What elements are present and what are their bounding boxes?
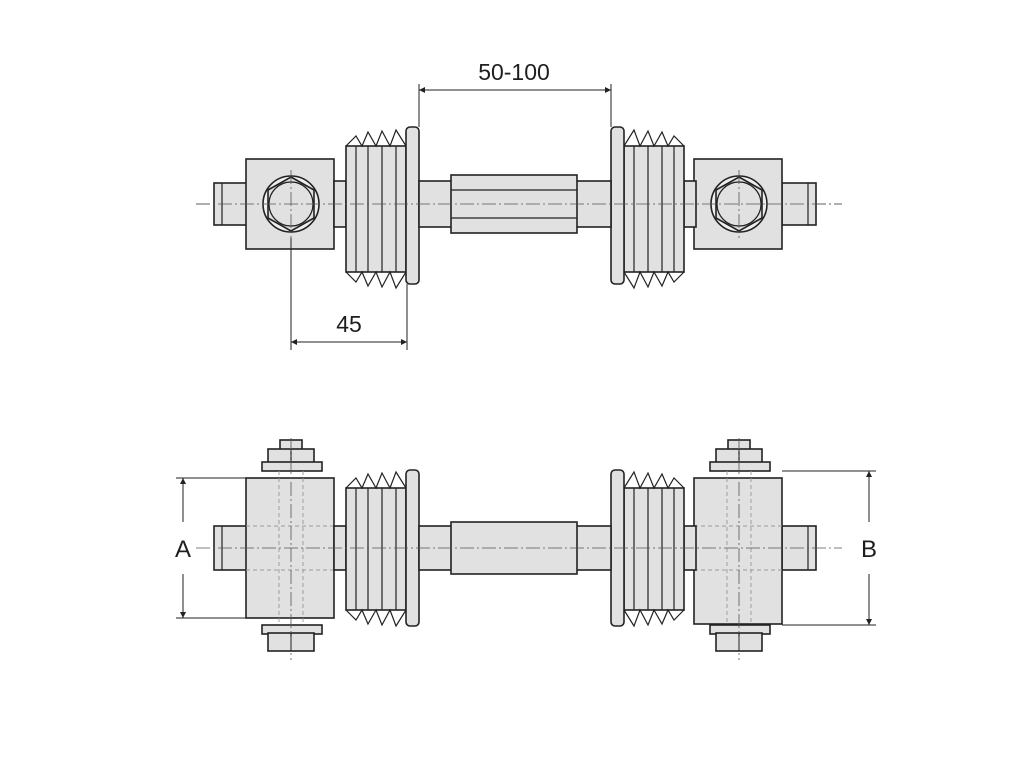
dimension-gap-label: 50-100 — [478, 59, 550, 85]
dimension-offset-label: 45 — [336, 311, 362, 337]
dimension-gap: 50-100 — [418, 59, 612, 127]
right-bellows — [623, 128, 685, 290]
front-left-bellows — [345, 470, 407, 628]
right-flange — [610, 126, 625, 285]
left-bellows — [345, 128, 407, 290]
dimension-a: A — [175, 477, 246, 619]
dimension-b: B — [782, 470, 877, 626]
front-left-bolt — [261, 439, 323, 652]
front-right-clamp-block — [693, 477, 783, 625]
dimension-a-label: A — [175, 536, 191, 563]
front-view: A B — [175, 438, 877, 660]
dimension-offset: 45 — [290, 238, 408, 350]
top-view: 50-100 45 — [196, 59, 842, 350]
front-right-bellows — [623, 470, 685, 628]
left-flange — [405, 126, 420, 285]
dimension-b-label: B — [861, 536, 877, 563]
